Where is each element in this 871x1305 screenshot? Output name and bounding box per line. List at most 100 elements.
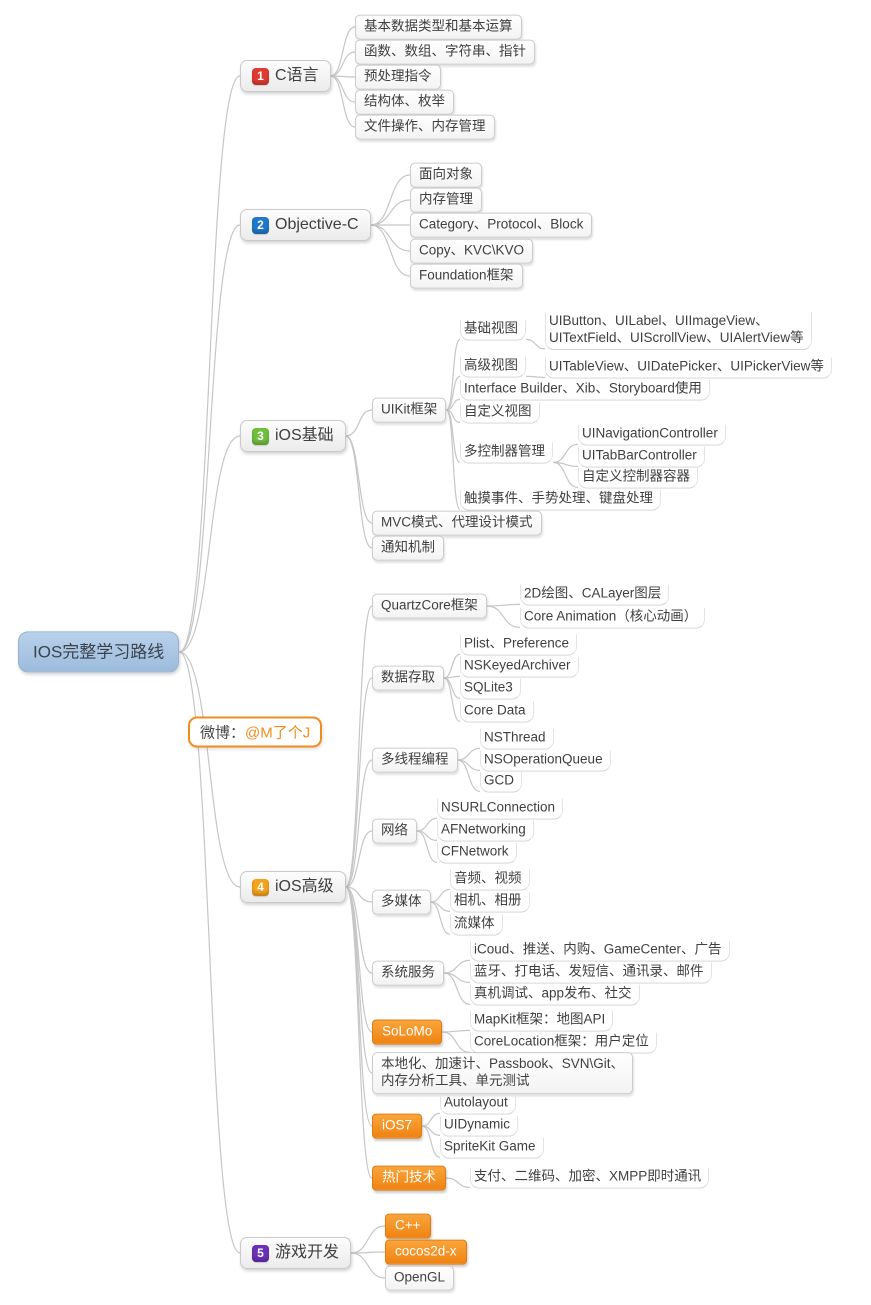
branch-objective-c-label: Objective-C xyxy=(275,216,359,233)
connector-edge xyxy=(552,461,579,488)
topic-afnetworking: AFNetworking xyxy=(437,820,534,842)
topic-system-services-label: 系统服务 xyxy=(381,964,435,980)
connector-edge xyxy=(445,409,461,510)
topic-nsurlconnection: NSURLConnection xyxy=(437,798,564,820)
topic-multithreading-label: 多线程编程 xyxy=(381,751,449,767)
topic-icloud-push-label: iCoud、推送、内购、GameCenter、广告 xyxy=(474,941,722,957)
connector-edge xyxy=(350,1225,386,1254)
topic-struct-enum: 结构体、枚举 xyxy=(355,89,454,115)
connector-edge xyxy=(345,759,373,888)
topic-uitabbarcontroller-label: UITabBarController xyxy=(582,447,697,463)
topic-network-label: 网络 xyxy=(381,822,408,838)
connector-edge xyxy=(443,677,461,699)
topic-interface-builder: Interface Builder、Xib、Storyboard使用 xyxy=(460,379,710,401)
branch-game-dev-label: 游戏开发 xyxy=(275,1244,340,1261)
topic-quartzcore: QuartzCore框架 xyxy=(372,593,487,619)
topic-func-array-label: 函数、数组、字符串、指针 xyxy=(364,43,526,59)
topic-audio-video-label: 音频、视频 xyxy=(454,870,522,886)
topic-uikit-label: UIKit框架 xyxy=(381,401,438,417)
topic-camera-album: 相机、相册 xyxy=(450,891,530,913)
topic-ios7: iOS7 xyxy=(372,1113,423,1139)
connector-edge xyxy=(345,435,373,549)
topic-custom-views-label: 自定义视图 xyxy=(464,403,532,419)
topic-oop-label: 面向对象 xyxy=(419,166,473,182)
connector-edge xyxy=(330,75,356,128)
connector-edge xyxy=(443,972,471,1005)
topic-opengl-label: OpenGL xyxy=(394,1269,446,1285)
topic-icloud-push: iCoud、推送、内购、GameCenter、广告 xyxy=(470,940,730,962)
branch-ios-advanced-label: iOS高级 xyxy=(275,878,334,895)
topic-copy-kvc-kvo: Copy、KVC\KVO xyxy=(410,238,534,264)
topic-core-data-label: Core Data xyxy=(464,702,526,718)
topic-nsoperationqueue: NSOperationQueue xyxy=(480,750,611,772)
connector-edge xyxy=(179,651,241,1254)
connector-edge xyxy=(179,75,241,653)
topic-2d-calayer-label: 2D绘图、CALayer图层 xyxy=(524,585,662,601)
topic-data-storage-label: 数据存取 xyxy=(381,669,435,685)
connector-edge xyxy=(443,653,461,679)
connector-edge xyxy=(430,888,451,903)
topic-audio-video: 音频、视频 xyxy=(450,869,530,891)
topic-core-data: Core Data xyxy=(460,701,534,723)
topic-advanced-views: 高级视图 xyxy=(460,356,526,378)
topic-nsthread: NSThread xyxy=(480,728,554,750)
topic-touch-gesture-label: 触摸事件、手势处理、键盘处理 xyxy=(464,490,653,506)
topic-hot-tech: 热门技术 xyxy=(372,1165,446,1191)
connector-edge xyxy=(445,1177,471,1188)
badge-2-icon: 2 xyxy=(252,216,269,234)
topic-streaming: 流媒体 xyxy=(450,914,503,936)
connector-edge xyxy=(345,886,373,974)
topic-advanced-views-list-label: UITableView、UIDatePicker、UIPickerView等 xyxy=(549,358,824,374)
connector-edge xyxy=(330,26,356,77)
topic-autolayout-label: Autolayout xyxy=(444,1094,508,1110)
topic-corelocation-label: CoreLocation框架：用户定位 xyxy=(474,1033,649,1049)
topic-system-services: 系统服务 xyxy=(372,960,444,986)
connector-edge xyxy=(179,651,241,888)
connector-edge xyxy=(345,886,373,1179)
topic-custom-container-label: 自定义控制器容器 xyxy=(582,468,690,484)
topic-multimedia: 多媒体 xyxy=(372,889,431,915)
connector-edge xyxy=(350,1252,386,1279)
connector-edge xyxy=(430,901,451,935)
topic-mapkit-label: MapKit框架：地图API xyxy=(474,1011,606,1027)
connector-edge xyxy=(345,886,373,1127)
badge-1-icon: 1 xyxy=(252,67,269,85)
root-topic: IOS完整学习路线 xyxy=(18,631,180,673)
topic-controller-mgmt-label: 多控制器管理 xyxy=(464,443,545,459)
topic-preprocessor-label: 预处理指令 xyxy=(364,68,432,84)
topic-cfnetwork-label: CFNetwork xyxy=(441,843,509,859)
topic-camera-album-label: 相机、相册 xyxy=(454,892,522,908)
connector-edge xyxy=(416,817,438,832)
topic-spritekit: SpriteKit Game xyxy=(440,1137,544,1159)
topic-network: 网络 xyxy=(372,818,417,844)
topic-custom-views: 自定义视图 xyxy=(460,402,540,424)
connector-edge xyxy=(457,747,481,761)
topic-data-storage: 数据存取 xyxy=(372,665,444,691)
topic-pay-qrcode-label: 支付、二维码、加密、XMPP即时通讯 xyxy=(474,1168,702,1184)
topic-localization: 本地化、加速计、Passbook、SVN\Git、 内存分析工具、单元测试 xyxy=(372,1052,634,1094)
weibo-prefix-label: 微博： xyxy=(200,724,246,742)
badge-4-icon: 4 xyxy=(252,878,269,896)
topic-cocos2dx: cocos2d-x xyxy=(385,1239,467,1265)
topic-basic-views: 基础视图 xyxy=(460,319,526,341)
connector-edge xyxy=(486,605,521,628)
topic-device-debug: 真机调试、app发布、社交 xyxy=(470,984,640,1006)
topic-category-protocol-block: Category、Protocol、Block xyxy=(410,212,593,238)
topic-category-protocol-block-label: Category、Protocol、Block xyxy=(419,216,584,232)
connector-edge xyxy=(370,174,411,226)
topic-file-memory: 文件操作、内存管理 xyxy=(355,114,495,140)
topic-cpp: C++ xyxy=(385,1213,431,1239)
topic-foundation-label: Foundation框架 xyxy=(419,267,514,283)
connector-edge xyxy=(421,1125,441,1158)
topic-basic-views-list-label: UIButton、UILabel、UIImageView、 UITextFiel… xyxy=(549,313,804,345)
topic-localization-label: 本地化、加速计、Passbook、SVN\Git、 内存分析工具、单元测试 xyxy=(381,1056,625,1088)
branch-objective-c: 2 Objective-C xyxy=(240,209,371,241)
topic-nskeyedarchiver: NSKeyedArchiver xyxy=(460,656,579,678)
topic-cfnetwork: CFNetwork xyxy=(437,842,517,864)
topic-solomo: SoLoMo xyxy=(372,1019,443,1045)
topic-uinavigationcontroller: UINavigationController xyxy=(578,424,726,446)
topic-pay-qrcode: 支付、二维码、加密、XMPP即时通讯 xyxy=(470,1167,710,1189)
topic-opengl: OpenGL xyxy=(385,1265,455,1291)
topic-notification: 通知机制 xyxy=(372,535,444,561)
connector-edge xyxy=(442,1029,471,1033)
